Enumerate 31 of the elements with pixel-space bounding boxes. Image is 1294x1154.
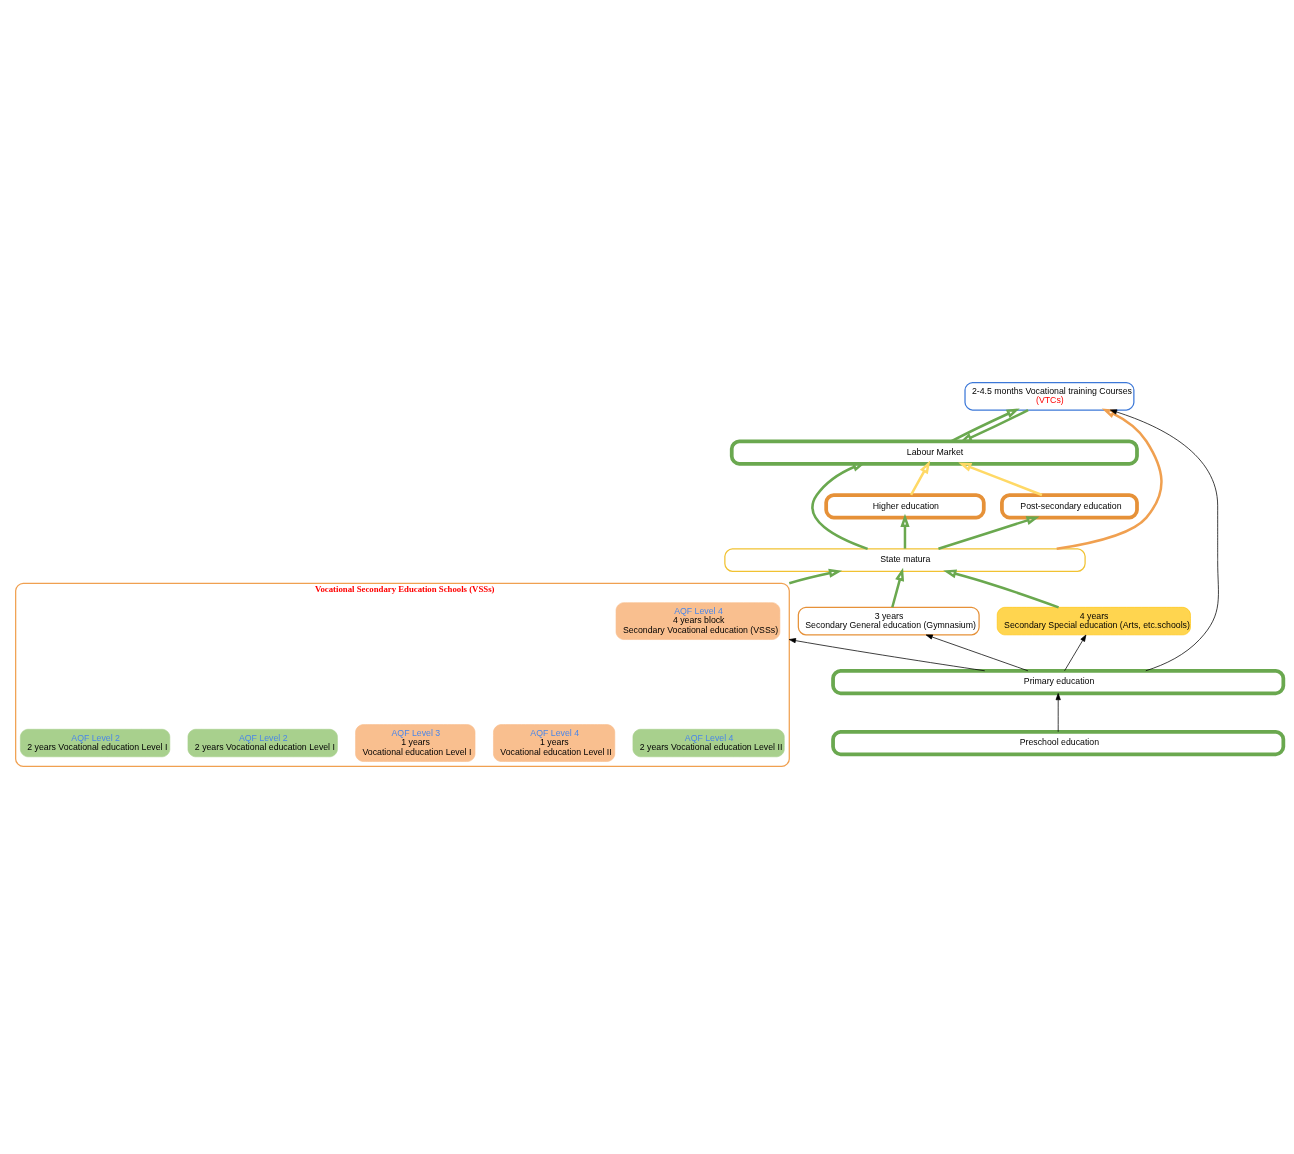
node-box: Primary education [831, 668, 1286, 696]
arrow [958, 462, 1043, 497]
arrow [950, 408, 1020, 443]
node-box: AQF Level 4 2 years Vocational education Level II [632, 728, 785, 758]
arrow [925, 634, 1029, 672]
arrow [891, 567, 905, 608]
arrow [943, 569, 1059, 609]
node-box: AQF Level 2 2 years Vocational education Level I [187, 728, 338, 758]
arrow [1064, 634, 1087, 672]
node-box: AQF Level 3 1 years Vocational education Level I [355, 724, 476, 762]
arrow [909, 460, 931, 496]
node-box: State matura [724, 548, 1086, 572]
node-box: AQF Level 4 4 years block Secondary Vocational education (VSSs) [615, 602, 781, 640]
node-box: 2-4.5 months Vocational training Courses (VTCs) [964, 381, 1135, 411]
arrow [1110, 409, 1219, 672]
arrow [1056, 408, 1163, 551]
node-box: Post-secondary education [1000, 493, 1139, 520]
arrow [788, 638, 986, 672]
node-box: AQF Level 4 1 years Vocational education Level II [493, 724, 616, 762]
node-box: AQF Level 2 2 years Vocational education Level I [20, 728, 171, 758]
arrow [959, 408, 1029, 443]
node-box: Higher education [824, 493, 986, 520]
arrow [811, 462, 869, 551]
node-box: 3 years Secondary General education (Gymnasium) [797, 606, 980, 636]
node-box: Labour Market [729, 439, 1139, 466]
arrow [900, 513, 910, 549]
node-box: Preschool education [831, 729, 1286, 757]
node-box: 4 years Secondary Special education (Arts, etc.schools) [996, 607, 1191, 636]
arrow [1055, 693, 1061, 733]
arrow [938, 516, 1040, 550]
arrow [788, 568, 843, 585]
